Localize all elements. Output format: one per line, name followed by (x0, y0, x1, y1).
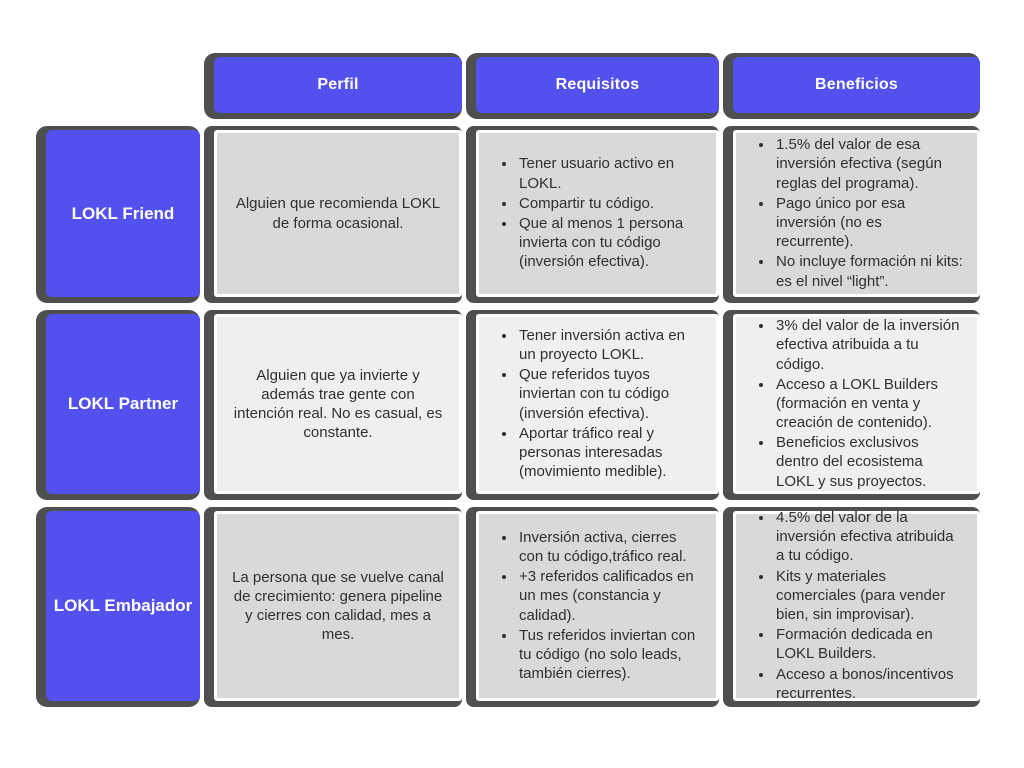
row-label-lokl-friend: LOKL Friend (46, 130, 200, 297)
bullet-item: Beneficios exclusivos dentro del ecosist… (774, 433, 963, 491)
corner-spacer (46, 57, 200, 113)
bullet-item: +3 referidos calificados en un mes (cons… (517, 567, 702, 625)
bullet-item: Pago único por esa inversión (no es recu… (774, 194, 963, 252)
header-label-perfil: Perfil (317, 76, 359, 93)
bullet-item: Kits y materiales comerciales (para vend… (774, 567, 963, 625)
tier-table: Perfil Requisitos Beneficios LOKL Friend… (46, 57, 980, 704)
header-cell-requisitos: Requisitos (476, 57, 719, 113)
bullet-item: Aportar tráfico real y personas interesa… (517, 424, 702, 482)
bullet-item: 4.5% del valor de la inversión efectiva … (774, 508, 963, 566)
requisitos-cell-lokl-embajador: Inversión activa, cierres con tu código,… (476, 511, 719, 701)
bullet-item: Tener usuario activo en LOKL. (517, 154, 702, 192)
requisitos-cell-lokl-partner: Tener inversión activa en un proyecto LO… (476, 314, 719, 494)
row-label-lokl-partner: LOKL Partner (46, 314, 200, 494)
row-label-lokl-embajador: LOKL Embajador (46, 511, 200, 701)
beneficios-bullet-list: 1.5% del valor de esa inversión efectiva… (750, 135, 963, 292)
row-label-text: LOKL Partner (67, 394, 179, 413)
perfil-text: La persona que se vuelve canal de crecim… (232, 568, 444, 644)
bullet-item: Inversión activa, cierres con tu código,… (517, 528, 702, 566)
header-label-beneficios: Beneficios (815, 76, 898, 93)
bullet-item: Que al menos 1 persona invierta con tu c… (517, 214, 702, 272)
requisitos-bullet-list: Tener usuario activo en LOKL. Compartir t… (493, 154, 702, 272)
requisitos-bullet-list: Tener inversión activa en un proyecto LO… (493, 326, 702, 483)
perfil-cell-lokl-embajador: La persona que se vuelve canal de crecim… (214, 511, 462, 701)
row-label-text: LOKL Friend (71, 203, 175, 223)
perfil-text: Alguien que recomienda LOKL de forma oca… (235, 195, 441, 232)
row-label-text: LOKL Embajador (53, 596, 193, 615)
perfil-cell-lokl-partner: Alguien que ya invierte y además trae ge… (214, 314, 462, 494)
requisitos-bullet-list: Inversión activa, cierres con tu código,… (493, 528, 702, 685)
bullet-item: Que referidos tuyos inviertan con tu cód… (517, 365, 702, 423)
beneficios-bullet-list: 3% del valor de la inversión efectiva at… (750, 316, 963, 492)
bullet-item: Acceso a LOKL Builders (formación en ven… (774, 375, 963, 433)
beneficios-cell-lokl-embajador: 4.5% del valor de la inversión efectiva … (733, 508, 980, 704)
bullet-item: Compartir tu código. (517, 194, 702, 213)
perfil-text: Alguien que ya invierte y además trae ge… (233, 366, 443, 442)
perfil-cell-lokl-friend: Alguien que recomienda LOKL de forma oca… (214, 130, 462, 297)
requisitos-cell-lokl-friend: Tener usuario activo en LOKL. Compartir t… (476, 130, 719, 297)
beneficios-cell-lokl-partner: 3% del valor de la inversión efectiva at… (733, 314, 980, 494)
bullet-item: Tus referidos inviertan con tu código (n… (517, 626, 702, 684)
bullet-item: Formación dedicada en LOKL Builders. (774, 625, 963, 663)
bullet-item: Tener inversión activa en un proyecto LO… (517, 326, 702, 364)
bullet-item: 3% del valor de la inversión efectiva at… (774, 316, 963, 374)
bullet-item: No incluye formación ni kits: es el nive… (774, 252, 963, 290)
bullet-item: 1.5% del valor de esa inversión efectiva… (774, 135, 963, 193)
beneficios-cell-lokl-friend: 1.5% del valor de esa inversión efectiva… (733, 130, 980, 297)
beneficios-bullet-list: 4.5% del valor de la inversión efectiva … (750, 508, 963, 704)
bullet-item: Acceso a bonos/incentivos recurrentes. (774, 665, 963, 703)
header-label-requisitos: Requisitos (555, 76, 640, 93)
header-cell-perfil: Perfil (214, 57, 462, 113)
header-cell-beneficios: Beneficios (733, 57, 980, 113)
